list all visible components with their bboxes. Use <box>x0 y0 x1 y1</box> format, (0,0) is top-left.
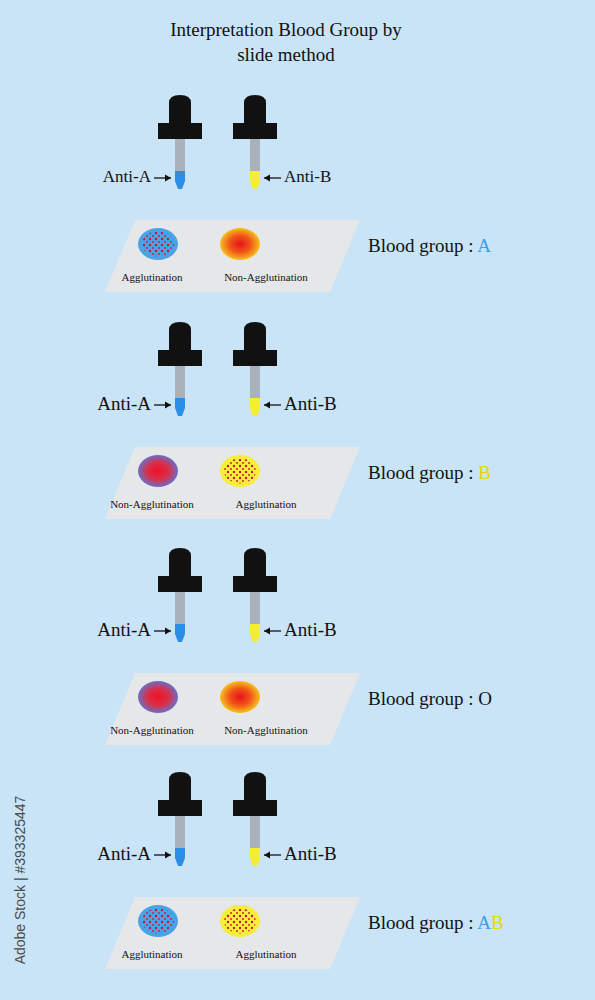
reagent-label: Anti-B <box>284 393 337 415</box>
reagent-tip <box>175 398 185 416</box>
smooth-drop <box>220 228 260 260</box>
pointer-arrowhead <box>165 175 171 182</box>
result-caption: Agglutination <box>235 948 296 960</box>
dropper-bulb <box>244 548 266 576</box>
pointer-arrowhead <box>165 402 171 409</box>
reagent-tip <box>250 848 260 866</box>
dropper-bulb <box>244 322 266 350</box>
dropper-collar <box>158 576 202 592</box>
dropper-collar <box>233 123 277 139</box>
dropper-bulb <box>169 548 191 576</box>
smooth-drop <box>138 455 178 487</box>
pointer-arrowhead <box>264 852 270 859</box>
dropper-collar <box>233 800 277 816</box>
watermark: Adobe Stock | #393325447 <box>12 796 28 965</box>
slide-glass <box>105 220 360 292</box>
reagent-label: Anti-A <box>103 167 151 187</box>
pointer-arrowhead <box>165 852 171 859</box>
pointer-arrowhead <box>264 175 270 182</box>
dropper-bulb <box>169 772 191 800</box>
dropper-tube <box>175 366 185 400</box>
dropper-tube <box>175 592 185 626</box>
dropper-tube <box>250 366 260 400</box>
pointer-arrowhead <box>165 628 171 635</box>
result-caption: Agglutination <box>121 948 182 960</box>
agglutinate-clumps <box>142 232 174 257</box>
dropper-tube <box>250 139 260 173</box>
reagent-tip <box>250 624 260 642</box>
glass-slide: Agglutination Agglutination <box>100 896 365 970</box>
glass-slide: Non-Agglutination Agglutination <box>100 446 365 520</box>
agglutinate-clumps <box>224 459 256 484</box>
result-label: Blood group : A <box>368 235 491 257</box>
result-caption: Non-Agglutination <box>224 724 308 736</box>
dropper-collar <box>233 576 277 592</box>
reagent-tip <box>175 624 185 642</box>
agglutinated-drop <box>138 228 178 260</box>
dropper-collar <box>233 350 277 366</box>
result-caption: Non-Agglutination <box>110 724 194 736</box>
dropper-collar <box>158 350 202 366</box>
agglutinate-clumps <box>224 909 256 934</box>
dropper-tube <box>175 816 185 850</box>
dropper-tube <box>250 592 260 626</box>
dropper-bulb <box>169 322 191 350</box>
pointer-arrowhead <box>264 402 270 409</box>
smooth-drop <box>220 681 260 713</box>
agglutinated-drop <box>220 905 260 937</box>
reagent-label: Anti-B <box>284 619 337 641</box>
result-label: Blood group : AB <box>368 912 504 934</box>
result-caption: Non-Agglutination <box>224 271 308 283</box>
slide-glass <box>105 447 360 519</box>
dropper-tube <box>175 139 185 173</box>
result-label: Blood group : B <box>368 462 491 484</box>
reagent-label: Anti-A <box>97 619 151 641</box>
dropper-bulb <box>244 772 266 800</box>
pointer-arrowhead <box>264 628 270 635</box>
diagram-title: Interpretation Blood Group by slide meth… <box>166 17 406 67</box>
reagent-tip <box>175 848 185 866</box>
result-label: Blood group : O <box>368 688 492 710</box>
reagent-tip <box>250 171 260 189</box>
dropper-collar <box>158 123 202 139</box>
dropper-bulb <box>169 95 191 123</box>
smooth-drop <box>138 681 178 713</box>
dropper-tube <box>250 816 260 850</box>
agglutinated-drop <box>220 455 260 487</box>
dropper-bulb <box>244 95 266 123</box>
result-caption: Agglutination <box>235 498 296 510</box>
slide-glass <box>105 897 360 969</box>
glass-slide: Agglutination Non-Agglutination <box>100 219 365 293</box>
reagent-label: Anti-A <box>97 843 151 865</box>
reagent-tip <box>250 398 260 416</box>
dropper-collar <box>158 800 202 816</box>
reagent-tip <box>175 171 185 189</box>
agglutinate-clumps <box>142 909 174 934</box>
result-caption: Non-Agglutination <box>110 498 194 510</box>
agglutinated-drop <box>138 905 178 937</box>
reagent-label: Anti-B <box>284 167 331 187</box>
reagent-label: Anti-A <box>97 393 151 415</box>
reagent-label: Anti-B <box>284 843 337 865</box>
result-caption: Agglutination <box>121 271 182 283</box>
slide-glass <box>105 673 360 745</box>
glass-slide: Non-Agglutination Non-Agglutination <box>100 672 365 746</box>
